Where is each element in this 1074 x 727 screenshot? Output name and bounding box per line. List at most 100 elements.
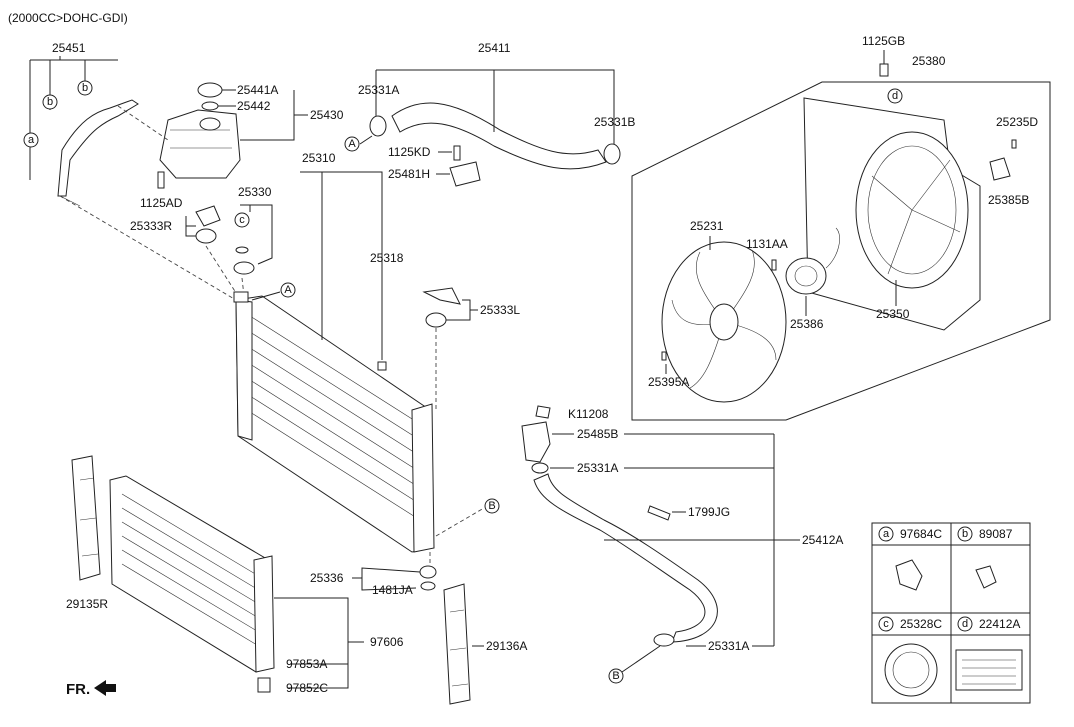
hose-clamp-upper-a[interactable] [369,115,387,137]
part-label-25485B: 25485B [577,427,618,441]
part-label-97853A: 97853A [286,657,327,671]
hose-clip-bolt[interactable] [453,145,461,161]
part-label-25331A-mid: 25331A [577,461,618,475]
reservoir-cap-seal[interactable] [201,101,219,111]
svg-text:a: a [28,134,35,146]
callout-d: d [887,88,903,104]
part-label-25333L: 25333L [480,303,520,317]
radiator-mount-insulator-upper-l[interactable] [425,312,447,328]
part-label-1125AD: 1125AD [140,196,183,210]
svg-text:97684C: 97684C [900,527,942,541]
part-label-97606: 97606 [370,635,404,649]
part-label-25386: 25386 [790,317,824,331]
radiator-mount-bracket-upper-r[interactable] [195,205,221,227]
legend-cell-b: b 89087 [957,526,1013,589]
svg-text:89087: 89087 [979,527,1013,541]
resistor-screw[interactable] [1011,139,1017,149]
svg-text:c: c [883,618,889,630]
engine-spec-header: (2000CC>DOHC-GDI) [8,11,128,25]
part-label-25331A-bot: 25331A [708,639,749,653]
hose-fitting-clip[interactable] [535,405,551,419]
callout-B-lower-hose: B [608,668,624,684]
radiator-mount-bracket-upper-l[interactable] [422,287,461,305]
part-label-97852C: 97852C [286,681,328,695]
reservoir-bolt[interactable] [157,171,165,189]
radiator-upper-hose[interactable] [391,102,607,170]
svg-text:b: b [47,96,53,108]
part-label-29135R: 29135R [66,597,108,611]
svg-text:c: c [239,214,245,226]
shroud-mount-bolt[interactable] [879,63,889,77]
radiator-core[interactable] [235,295,435,553]
condenser-drier-cap[interactable] [257,677,271,693]
part-label-25231: 25231 [690,219,724,233]
cooling-fan-blade[interactable] [661,241,787,403]
radiator-mount-insulator-upper-r[interactable] [195,228,217,244]
fan-motor[interactable] [785,227,840,295]
condenser-core[interactable] [109,475,275,673]
part-label-25395A: 25395A [648,375,689,389]
svg-text:d: d [892,90,898,102]
part-label-1125GB: 1125GB [862,34,905,48]
svg-text:b: b [962,528,968,540]
part-label-29136A: 29136A [486,639,527,653]
part-label-25310: 25310 [302,151,336,165]
hose-tie-clip[interactable] [647,505,671,521]
hose-clamp-upper-b[interactable] [603,143,621,165]
fan-resistor[interactable] [989,157,1011,181]
hose-clamp-lower-top[interactable] [531,462,549,474]
radiator-cap[interactable] [233,261,255,275]
part-label-25350: 25350 [876,307,910,321]
fan-blade-screw[interactable] [661,351,667,361]
radiator-drain-plug[interactable] [377,361,387,371]
coolant-reservoir-tank[interactable] [159,109,241,179]
part-label-25412A: 25412A [802,533,843,547]
air-guard-left[interactable] [443,583,471,705]
part-label-25441A: 25441A [237,83,278,97]
callout-b-2: b [77,80,93,96]
part-label-25333R: 25333R [130,219,172,233]
fan-assembly-boundary [631,81,1051,421]
svg-text:d: d [962,618,968,630]
part-label-25380: 25380 [912,54,946,68]
motor-screw[interactable] [771,259,777,271]
svg-text:b: b [82,82,88,94]
front-arrow-icon [94,680,116,696]
radiator-lower-hose[interactable] [533,473,718,643]
part-label-25481H: 25481H [388,167,430,181]
part-label-1481JA: 1481JA [372,583,413,597]
upper-hose-bracket[interactable] [449,161,481,187]
radiator-filler-neck[interactable] [233,291,249,303]
front-direction-label: FR. [66,681,90,698]
legend-cell-a: a 97684C [878,526,942,591]
fan-shroud[interactable] [803,97,981,331]
part-label-K11208: K11208 [568,407,609,421]
lower-hose-fitting[interactable] [521,421,551,463]
svg-text:A: A [348,138,356,150]
hose-clamp-lower-bottom[interactable] [653,633,675,647]
legend-cell-d: d 22412A [955,616,1023,691]
part-label-1125KD: 1125KD [388,145,431,159]
part-label-25411: 25411 [478,41,511,55]
callout-c: c [234,212,250,228]
svg-text:B: B [488,500,495,512]
radiator-mount-insulator-lower[interactable] [419,565,437,579]
svg-text:22412A: 22412A [979,617,1020,631]
callout-A-upper-hose: A [344,136,360,152]
part-label-25331A-top: 25331A [358,83,399,97]
part-label-1799JG: 1799JG [688,505,730,519]
part-label-25442: 25442 [237,99,271,113]
part-label-25235D: 25235D [996,115,1038,129]
callout-a: a [23,132,39,148]
part-label-25330: 25330 [238,185,272,199]
callout-A-radiator: A [280,282,296,298]
part-label-25385B: 25385B [988,193,1029,207]
callout-b-1: b [42,94,58,110]
air-guard-right[interactable] [71,455,101,581]
radiator-cap-seal[interactable] [235,246,249,254]
svg-text:A: A [284,284,292,296]
legend-cell-c: c 25328C [878,616,942,697]
reservoir-cap[interactable] [197,82,223,98]
radiator-lower-bolt[interactable] [420,581,436,591]
